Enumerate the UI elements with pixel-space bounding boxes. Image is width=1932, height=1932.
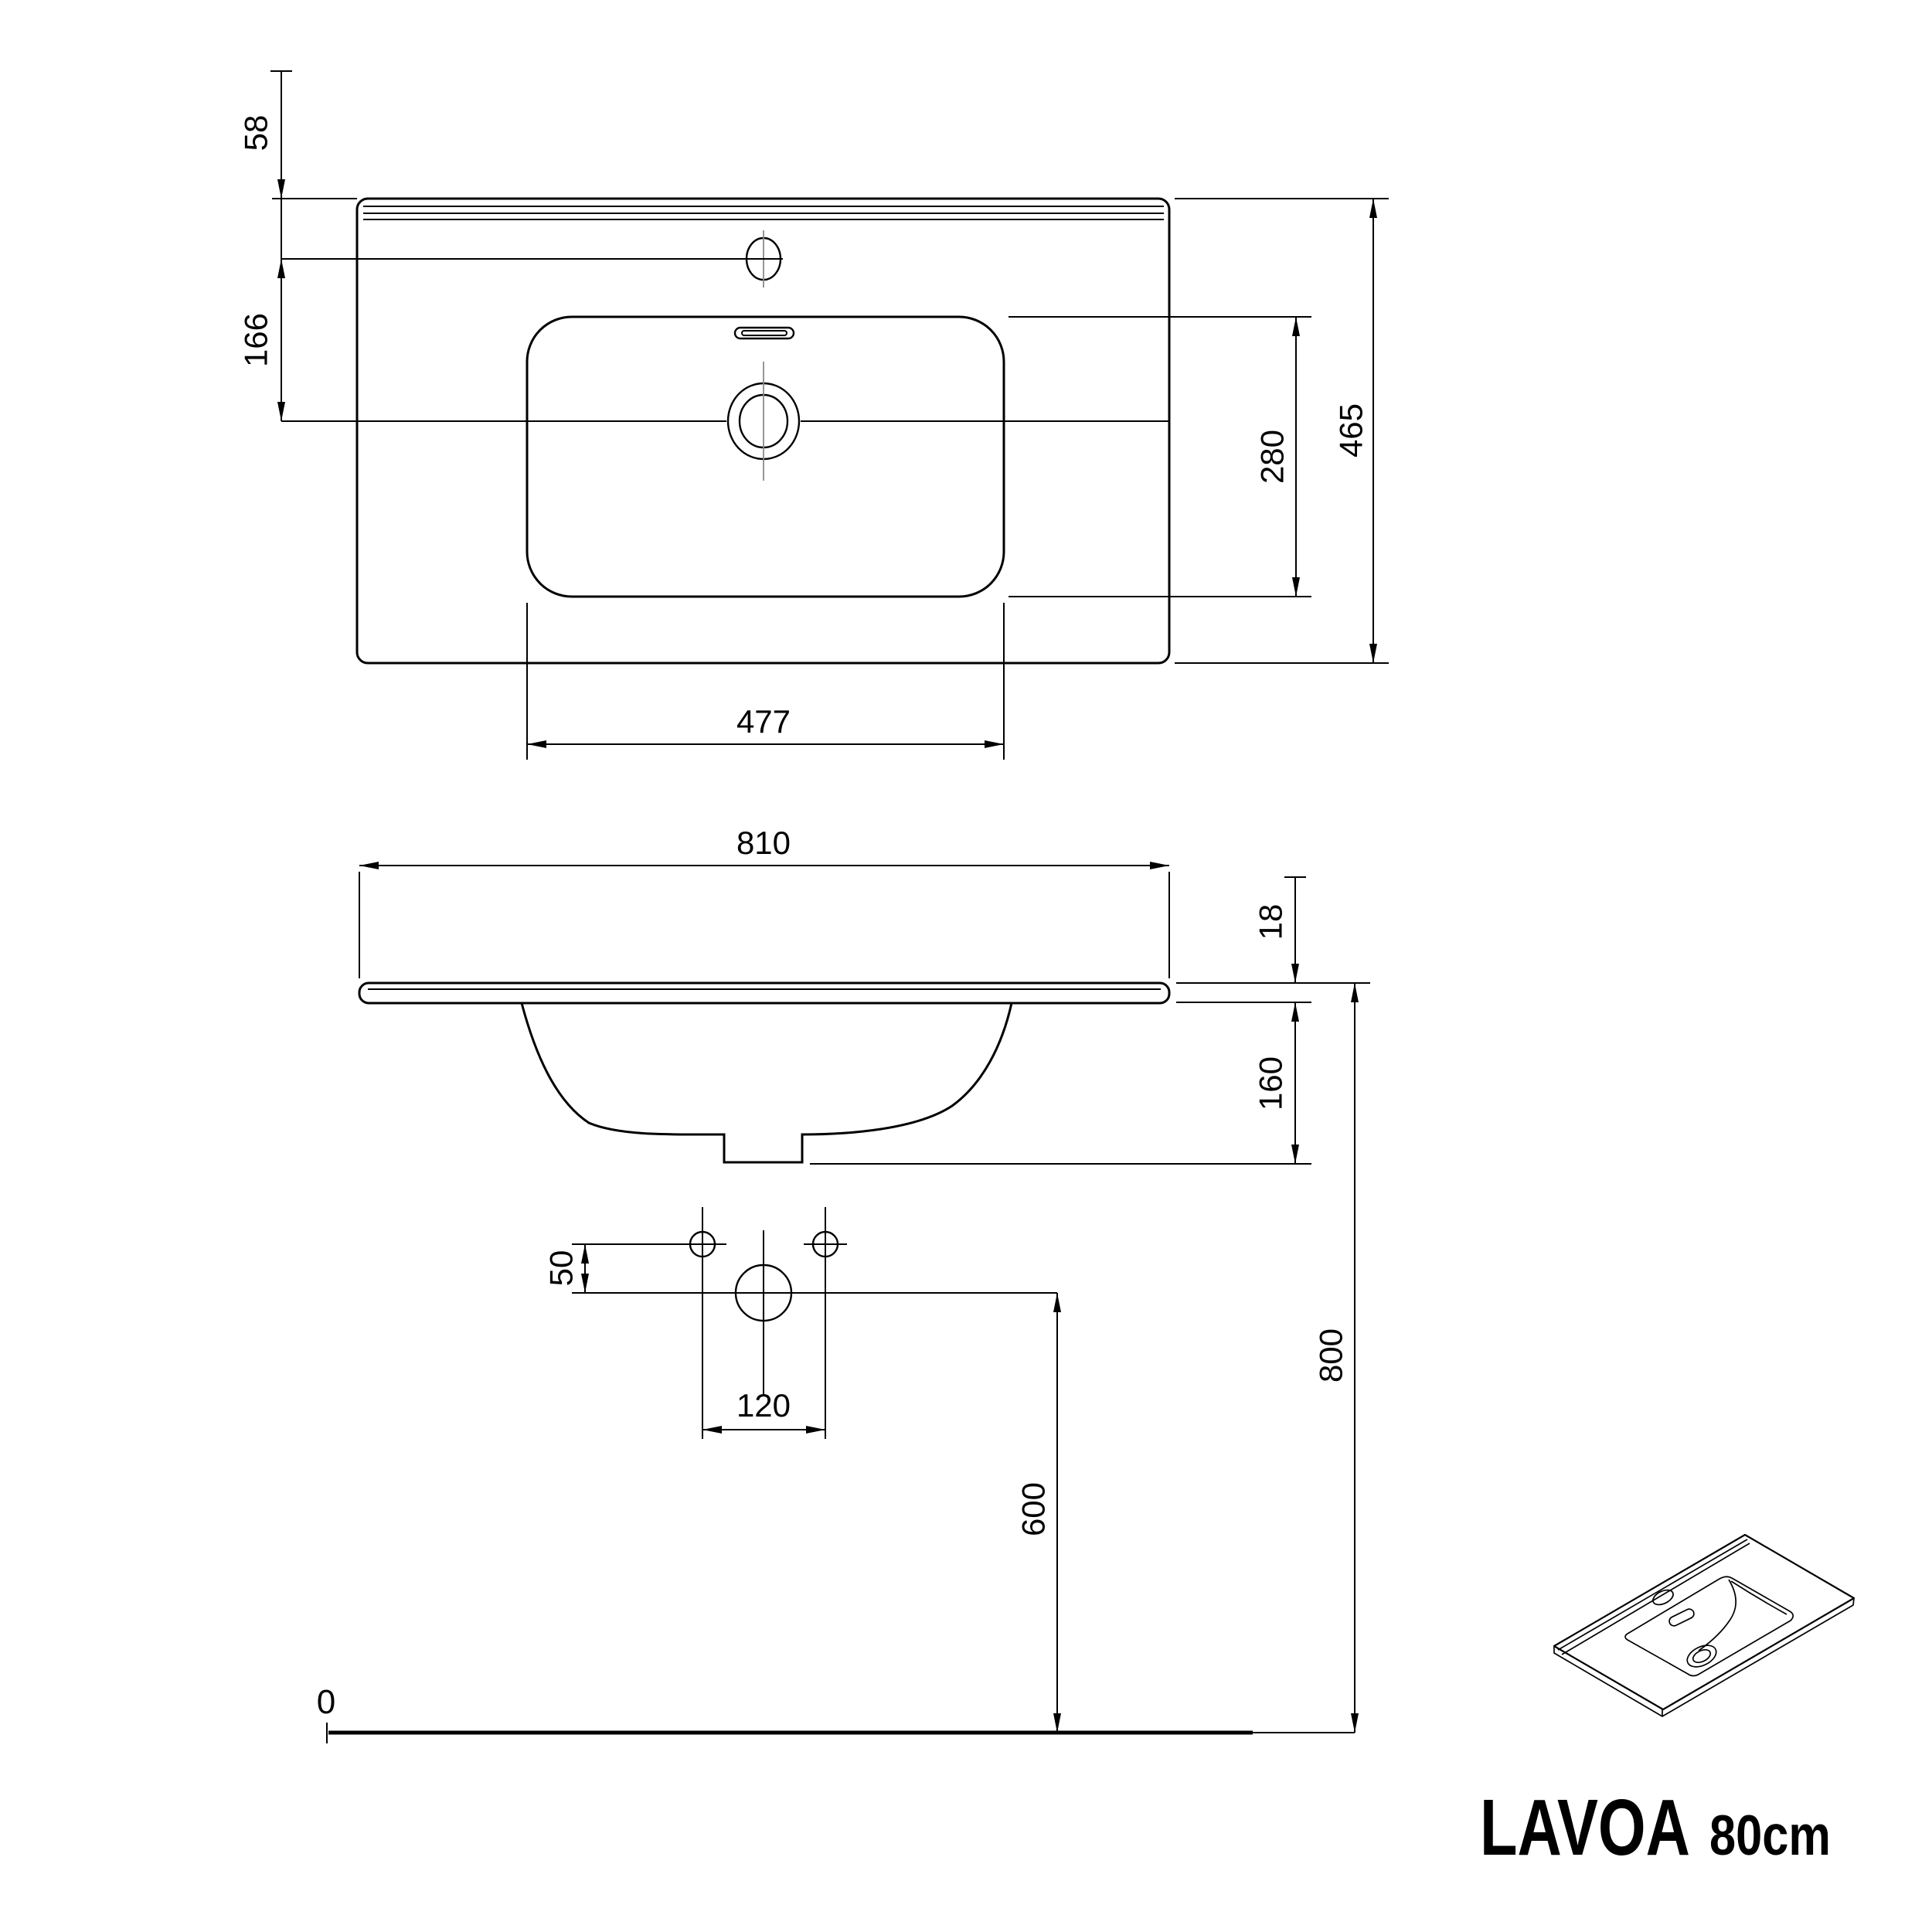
dim-label-477: 477: [736, 703, 791, 740]
countertop-outline: [355, 197, 1171, 665]
iso-countertop-outline: [1553, 1533, 1855, 1711]
iso-overflow-slot: [1668, 1608, 1695, 1627]
dim-label-800: 800: [1313, 1328, 1349, 1383]
dim-label-166: 166: [238, 313, 274, 367]
dim-label-280: 280: [1254, 430, 1291, 484]
basin-outline: [526, 315, 1005, 598]
front-view: 810 18 160: [358, 825, 1370, 1165]
dim-label-0: 0: [317, 1683, 335, 1721]
iso-basin-rim: [1624, 1576, 1794, 1677]
dim-label-160: 160: [1253, 1056, 1289, 1111]
slab-outline: [358, 981, 1171, 1005]
dim-label-50: 50: [543, 1250, 580, 1287]
dim-label-58: 58: [238, 115, 274, 151]
dim-label-18: 18: [1253, 904, 1289, 940]
dim-label-810: 810: [736, 825, 791, 861]
iso-back-rim-line: [1561, 1543, 1750, 1655]
iso-basin-inner-edge: [1730, 1580, 1787, 1615]
height-dimensions: 600 800 0: [317, 983, 1359, 1743]
overflow-slot-outer: [733, 326, 795, 340]
iso-drain-outer: [1686, 1645, 1717, 1668]
dim-label-600: 600: [1015, 1482, 1052, 1536]
overflow-slot-inner: [741, 330, 787, 336]
product-name: LAVOA: [1480, 1783, 1690, 1872]
top-view-plan: 58 166 280 465 477: [238, 70, 1389, 760]
bowl-profile: [520, 1002, 1013, 1164]
iso-back-rim-line: [1557, 1539, 1748, 1651]
title-block: LAVOA 80cm: [1480, 1783, 1831, 1872]
iso-drain-inner: [1692, 1648, 1712, 1664]
dim-label-120: 120: [736, 1387, 791, 1423]
isometric-view: [1553, 1533, 1855, 1717]
dim-label-465: 465: [1333, 403, 1369, 457]
product-size: 80cm: [1709, 1804, 1831, 1867]
tap-hole-detail: 50 120: [543, 1207, 1057, 1439]
iso-basin-inner-wall: [1698, 1579, 1736, 1651]
iso-slab-thickness-edge: [1553, 1597, 1855, 1717]
iso-faucet-hole: [1652, 1589, 1674, 1606]
